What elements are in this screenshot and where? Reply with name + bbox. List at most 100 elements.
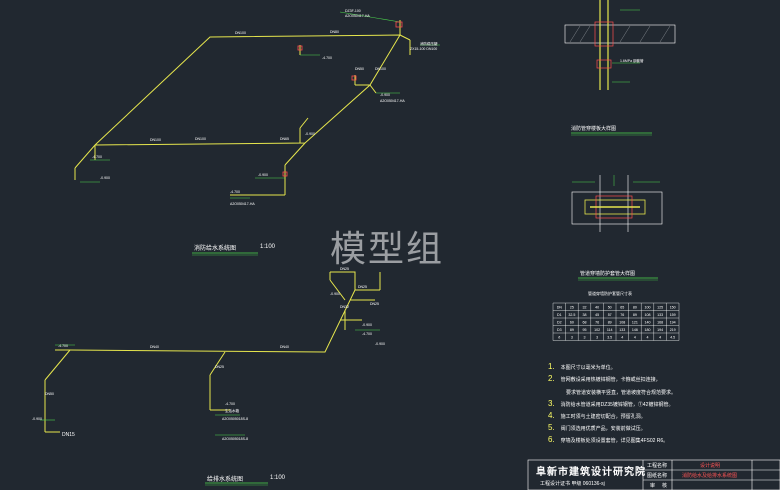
- table-cell: 45: [595, 313, 599, 317]
- table-cell: 76: [595, 320, 599, 324]
- note-line-1: 1.本图尺寸以毫米为单位。: [548, 362, 616, 371]
- svg-text:-0.900: -0.900: [375, 342, 385, 346]
- table-cell: 194: [657, 328, 663, 332]
- svg-text:DN100: DN100: [235, 31, 246, 35]
- svg-text:DN25: DN25: [358, 285, 367, 289]
- table-cell: DN: [557, 305, 563, 309]
- table-cell: 159: [670, 313, 676, 317]
- table-cell: 133: [619, 328, 625, 332]
- svg-text:ZX15-100 DN100: ZX15-100 DN100: [410, 47, 437, 51]
- lower-leaders: [40, 329, 380, 436]
- table-cell: 133: [657, 313, 663, 317]
- svg-text:DN40: DN40: [150, 345, 159, 349]
- table-cell: 180: [645, 328, 651, 332]
- table-cell: 114: [607, 328, 613, 332]
- lower-system-scale: 1:100: [270, 475, 286, 481]
- svg-text:A2O050417-HA: A2O050417-HA: [230, 202, 255, 206]
- table-cell: 89: [570, 328, 574, 332]
- table-cell: 60: [570, 320, 574, 324]
- svg-text:-0.900: -0.900: [258, 173, 268, 177]
- table-cell: 3.5: [607, 335, 612, 339]
- table-cell: 40: [595, 305, 599, 309]
- table-cell: 76: [620, 313, 624, 317]
- note-line-5: 4.施工时须与土建密切配合，预留孔洞。: [548, 411, 646, 420]
- svg-text:-4.700: -4.700: [58, 344, 68, 348]
- table-cell: δ: [558, 335, 560, 339]
- review-label-a: 审: [650, 483, 656, 489]
- table-cell: 121: [632, 320, 638, 324]
- svg-text:DZ3F-100: DZ3F-100: [345, 9, 361, 13]
- table-cell: 3: [571, 335, 573, 339]
- note-line-3: 要求管道安装横平竖直，管道坡度符合规范要求。: [566, 390, 677, 396]
- table-cell: 38: [583, 313, 587, 317]
- table-cell: 95: [583, 328, 587, 332]
- note-line-2: 2.管网敷设采用热镀锌钢管，卡箍或丝扣连接，: [548, 374, 661, 383]
- table-cell: 25: [570, 305, 574, 309]
- svg-text:DN100: DN100: [375, 67, 386, 71]
- title-block-cert: 工程设计证书 甲级 060136-sj: [540, 481, 605, 487]
- svg-text:DN80: DN80: [330, 30, 339, 34]
- table-cell: 125: [657, 305, 663, 309]
- svg-text:DN65: DN65: [280, 137, 289, 141]
- svg-text:-0.900: -0.900: [380, 93, 390, 97]
- project-label: 工程名称: [647, 463, 668, 469]
- table-cell: 68: [583, 320, 587, 324]
- drawing-value: 消防给水及给排水系统图: [682, 473, 738, 479]
- svg-text:-4.700: -4.700: [322, 56, 332, 60]
- svg-text:DN50: DN50: [355, 67, 364, 71]
- note-line-6: 5.阀门须选用优质产品，安装前做试压。: [548, 423, 646, 432]
- svg-text:DN40: DN40: [280, 345, 289, 349]
- table-cell: 32.5: [568, 313, 575, 317]
- upper-pipe-system: [74, 20, 411, 196]
- table-cell: D3: [557, 328, 562, 332]
- title-block: [527, 459, 780, 490]
- svg-text:A2O050417-HA: A2O050417-HA: [345, 14, 370, 18]
- svg-text:A2O0505018S-8: A2O0505018S-8: [222, 417, 248, 421]
- table-cell: 4.5: [670, 335, 675, 339]
- table-cell: 140: [645, 320, 651, 324]
- upper-system-scale: 1:100: [260, 244, 276, 250]
- title-block-org: 阜新市建筑设计研究院: [536, 467, 646, 478]
- svg-text:DN15: DN15: [62, 432, 75, 438]
- table-cell: 57: [608, 313, 612, 317]
- table-cell: 3: [596, 335, 598, 339]
- svg-text:DN25: DN25: [215, 365, 224, 369]
- svg-text:-4.700: -4.700: [230, 190, 240, 194]
- table-cell: 108: [619, 320, 625, 324]
- table-cell: 4: [634, 335, 636, 339]
- floor-sleeve-detail: 1.6MPa 钢套管: [564, 0, 676, 90]
- table-cell: 219: [670, 328, 676, 332]
- table-cell: 89: [633, 313, 637, 317]
- table-cell: 89: [608, 320, 612, 324]
- sleeve-table-title: 管道穿墙防护套管尺寸表: [588, 291, 632, 296]
- table-cell: D1: [557, 313, 562, 317]
- upper-leaders: [80, 11, 440, 199]
- table-cell: 4: [621, 335, 623, 339]
- table-cell: 108: [645, 313, 651, 317]
- svg-text:-4.700: -4.700: [92, 155, 102, 159]
- lower-pipe-system: [44, 271, 381, 433]
- lower-labels: DN25 DN40 DN40 DN25 DN25 DN32 DN25 DN50 …: [32, 267, 385, 441]
- svg-text:DN25: DN25: [340, 267, 349, 271]
- svg-text:A2O050417-HA: A2O050417-HA: [380, 99, 405, 103]
- table-cell: 80: [633, 305, 637, 309]
- svg-text:DN25: DN25: [370, 302, 379, 306]
- sleeve-detail-title: 消防管穿楼板大样图: [571, 125, 616, 132]
- upper-labels: DN100 DN100 DN80 DN65 DN50 DN100 DN100 -…: [92, 9, 438, 206]
- table-cell: 32: [583, 305, 587, 309]
- svg-text:DN50: DN50: [45, 392, 54, 396]
- svg-text:DN100: DN100: [195, 137, 206, 141]
- svg-text:消防稳压罐: 消防稳压罐: [420, 41, 438, 46]
- table-cell: 3: [584, 335, 586, 339]
- wall-sleeve-title: 管道穿墙防护套管大样图: [580, 270, 635, 277]
- svg-text:生活水箱: 生活水箱: [225, 408, 239, 413]
- table-cell: 4: [659, 335, 661, 339]
- review-label-b: 核: [662, 483, 668, 489]
- table-cell: 146: [632, 328, 638, 332]
- svg-text:-0.900: -0.900: [362, 323, 372, 327]
- upper-system-title: 消防给水系统图: [194, 246, 237, 252]
- svg-text:-0.900: -0.900: [32, 417, 42, 421]
- table-cell: 150: [670, 305, 676, 309]
- sleeve-table-grid: [552, 302, 680, 341]
